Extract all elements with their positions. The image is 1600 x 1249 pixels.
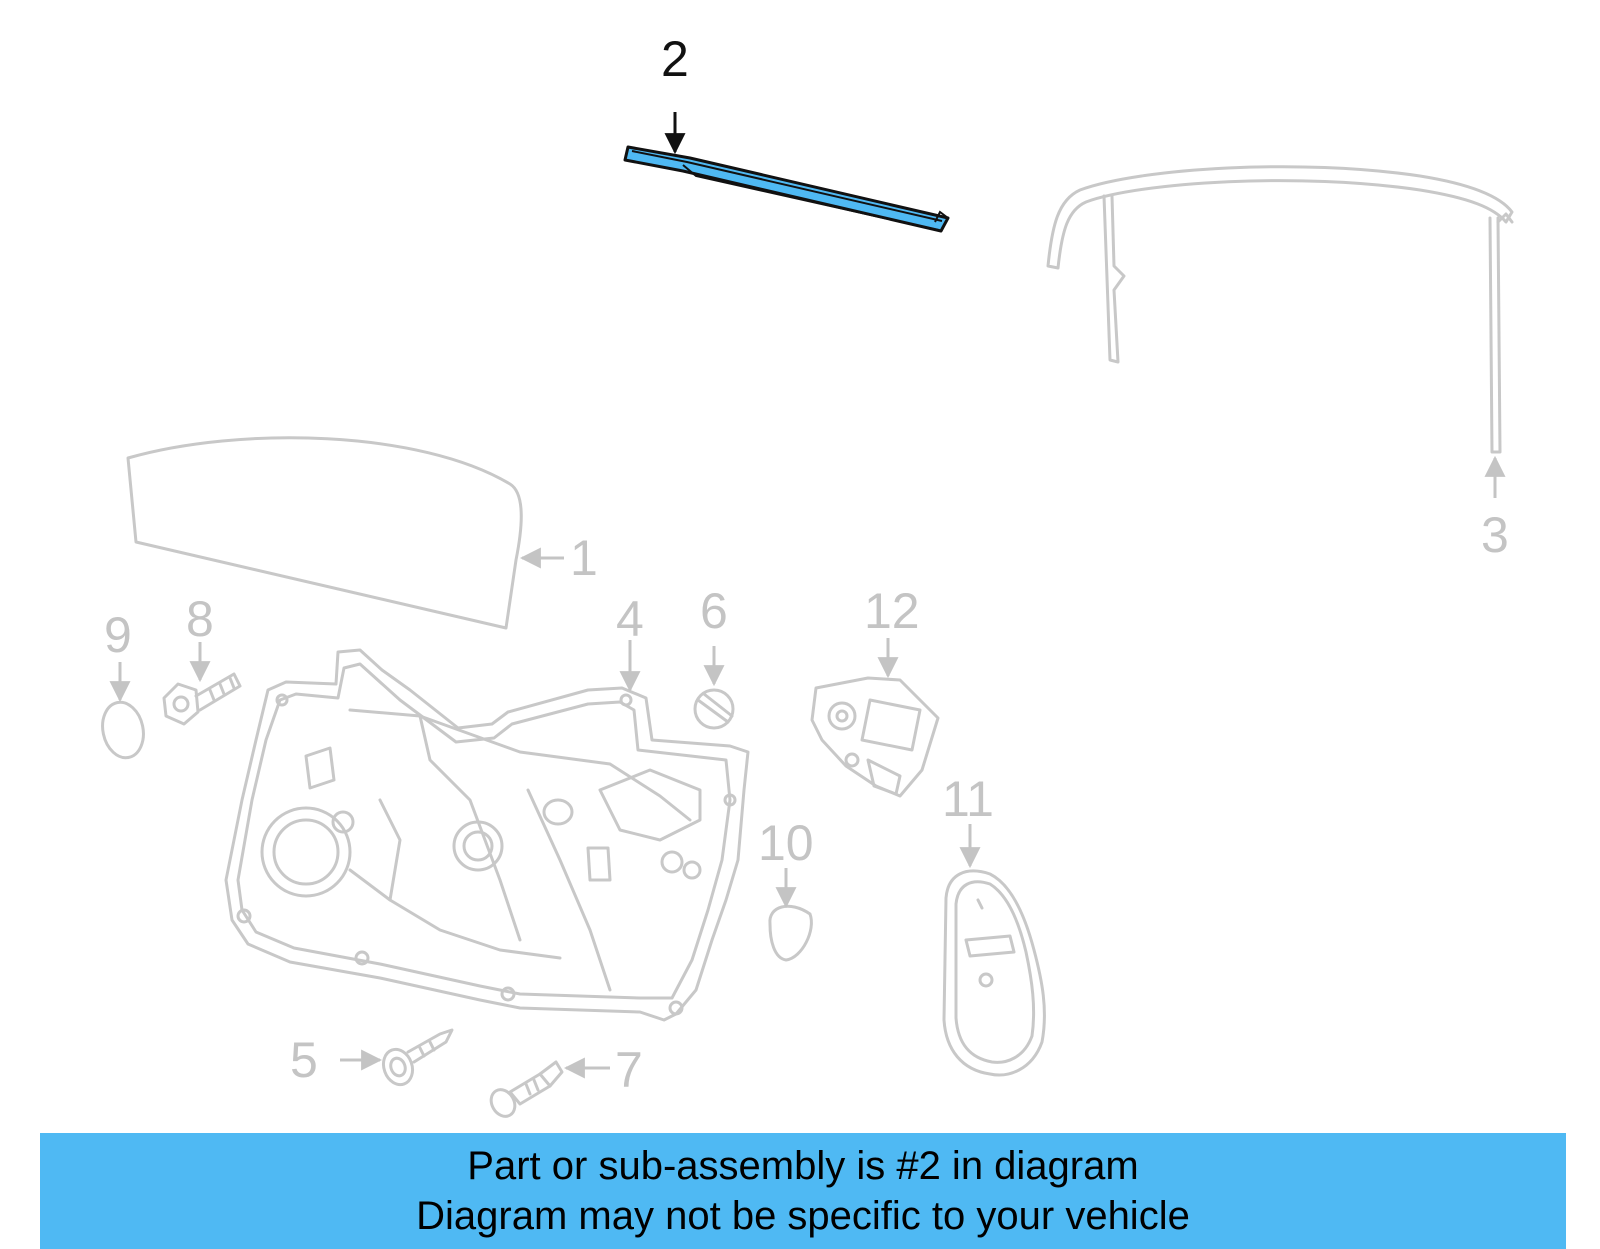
callout-11: 11 [942,771,994,827]
callout-12: 12 [864,583,920,639]
part-11-water-shield[interactable] [942,869,1046,1077]
part-9-o-ring[interactable] [98,698,149,761]
part-3-door-frame-seal[interactable] [1046,165,1514,454]
banner-line-2: Diagram may not be specific to your vehi… [416,1194,1190,1238]
part-10-grommet[interactable] [768,904,813,962]
info-banner: Part or sub-assembly is #2 in diagram Di… [40,1133,1566,1249]
callout-10: 10 [758,815,814,871]
callout-4: 4 [616,591,644,647]
callout-3: 3 [1481,507,1509,563]
part-12-window-motor[interactable] [810,676,940,798]
part-6-plug[interactable] [693,688,735,730]
part-7-clip[interactable] [486,1060,564,1121]
callout-8: 8 [186,591,214,647]
callout-1: 1 [570,530,598,586]
callout-5: 5 [290,1032,318,1088]
banner-line-1: Part or sub-assembly is #2 in diagram [467,1144,1139,1188]
callout-7: 7 [615,1042,643,1098]
part-5-fastener[interactable] [379,1028,454,1089]
part-4-door-module-panel[interactable] [224,648,750,1022]
part-2-window-weatherstrip[interactable] [623,145,950,233]
part-8-bolt[interactable] [162,672,242,726]
callout-9: 9 [104,607,132,663]
callout-6: 6 [700,583,728,639]
callout-2: 2 [661,31,689,87]
part-1-window-glass[interactable] [126,436,523,630]
